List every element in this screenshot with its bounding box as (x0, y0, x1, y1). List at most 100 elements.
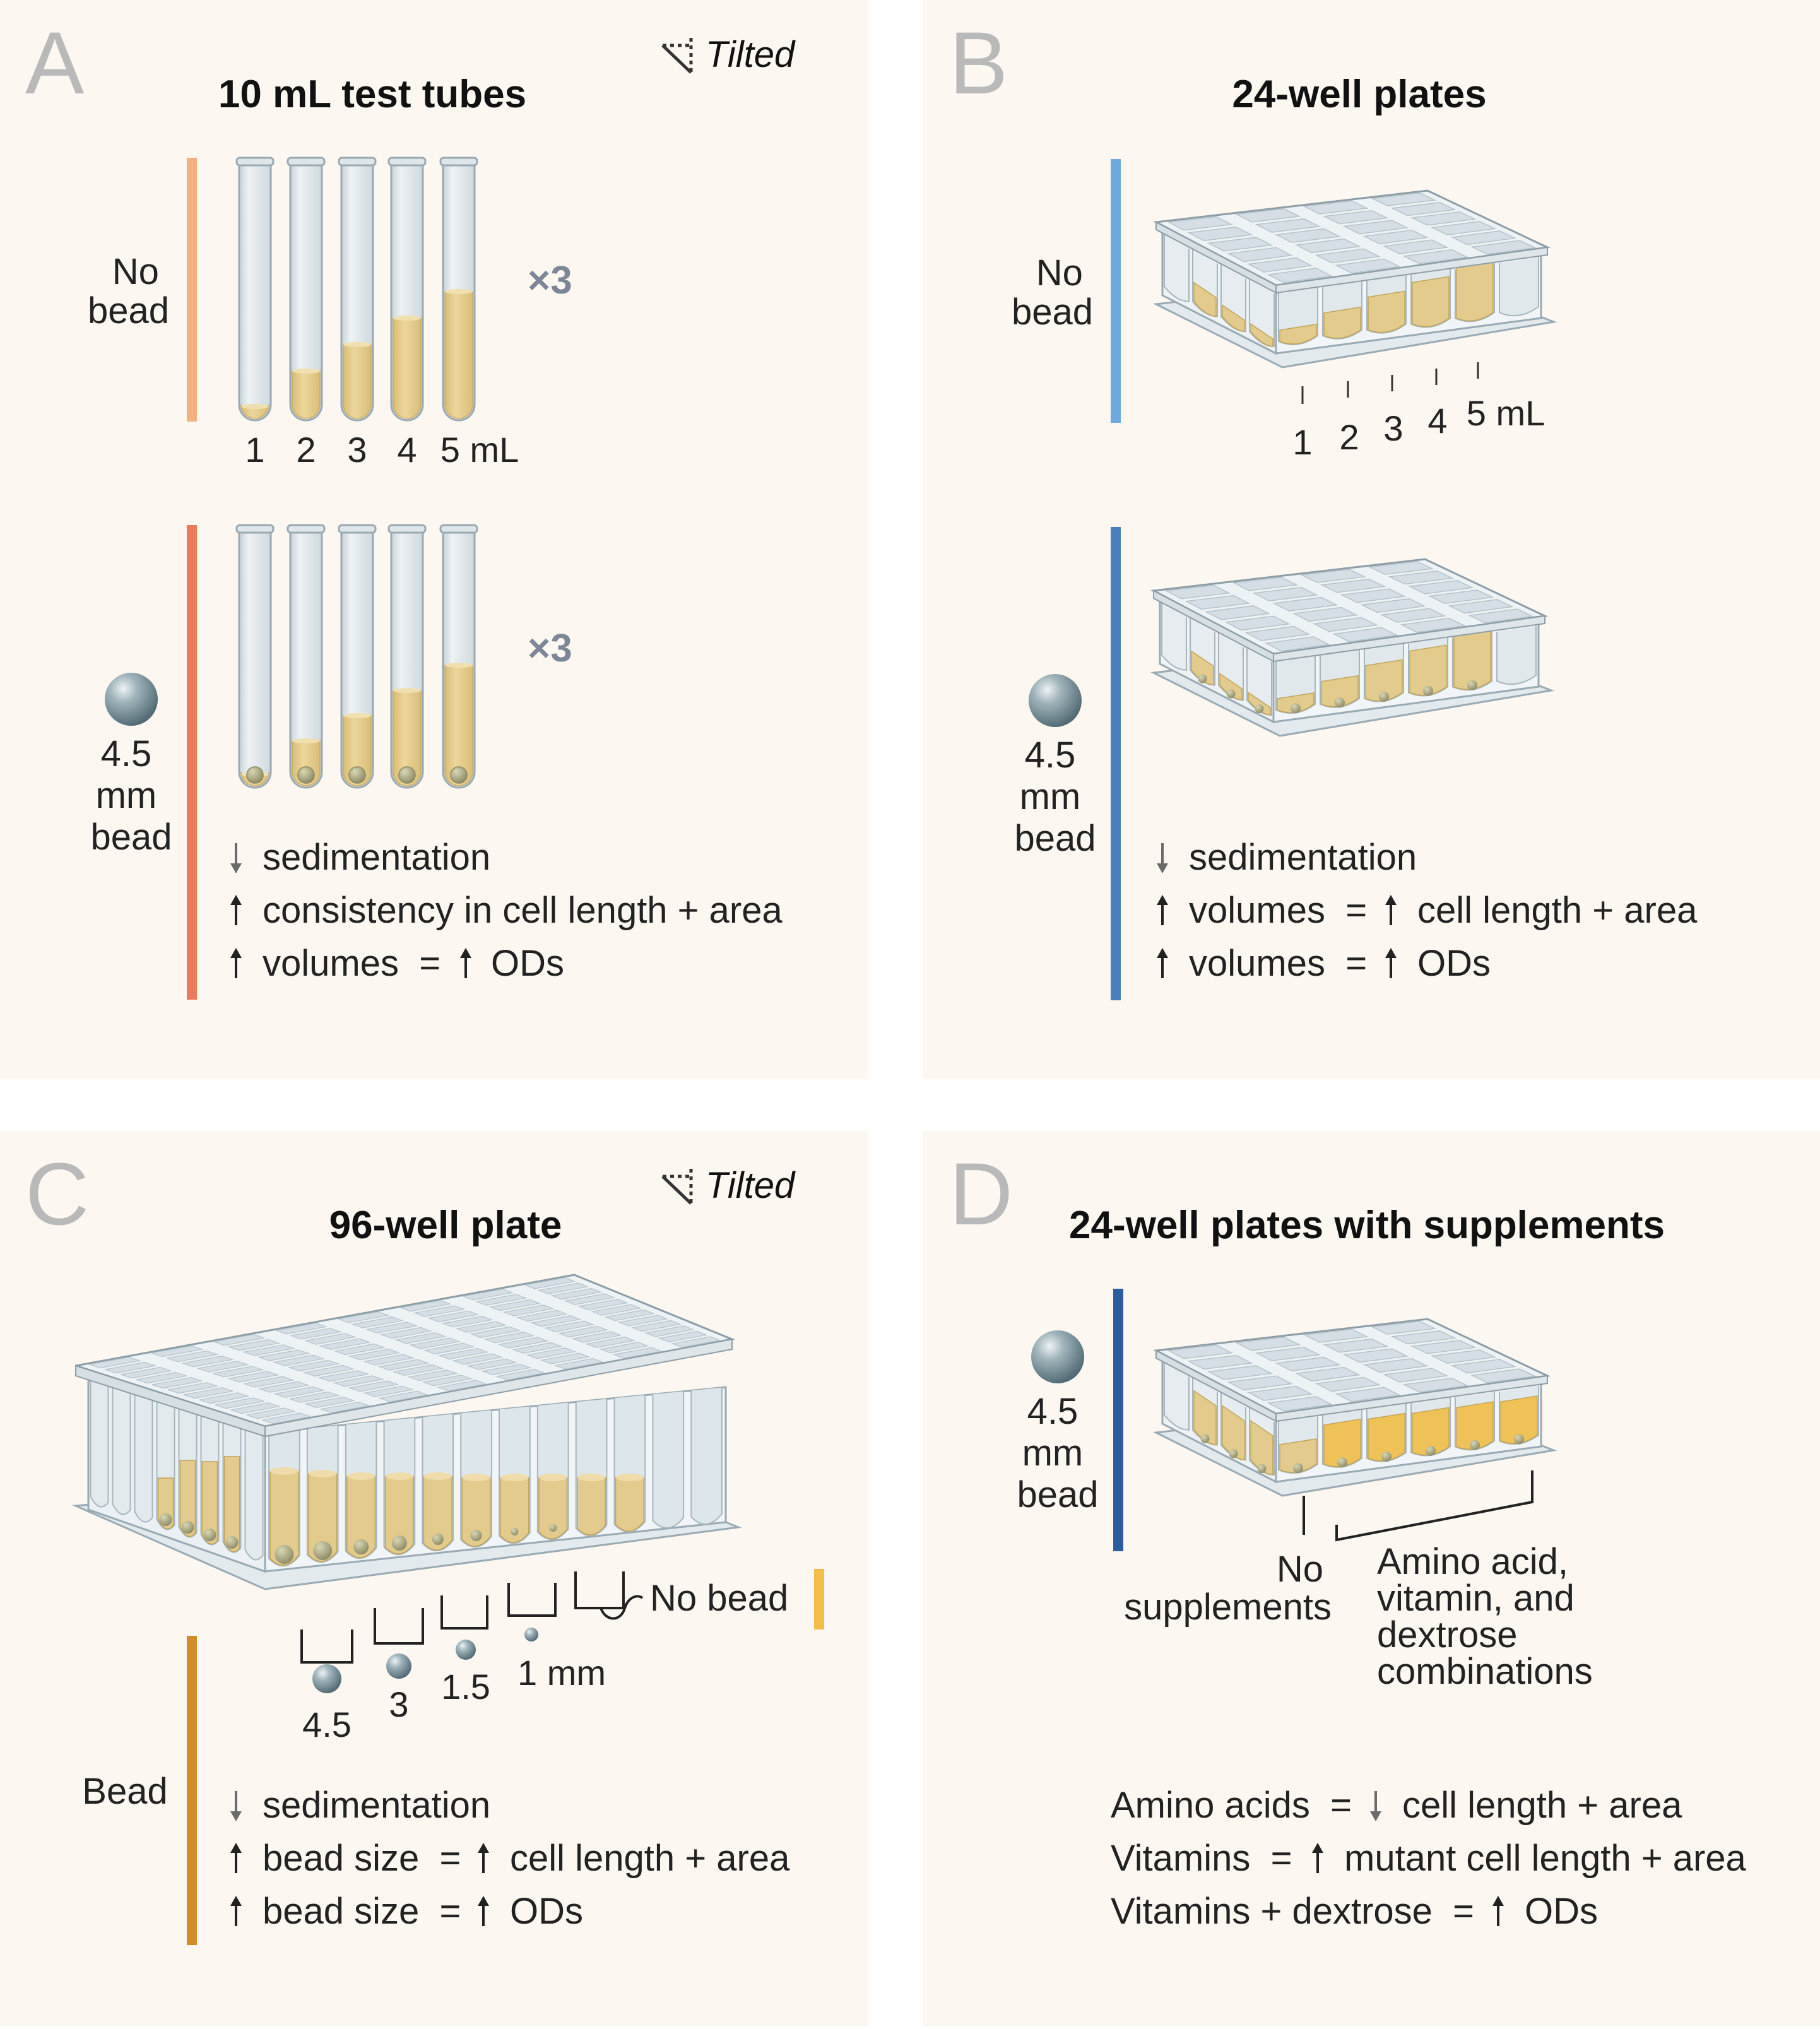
plate-well (90, 1373, 109, 1508)
lid-cell (1368, 560, 1434, 575)
panel-b-bead-plate (1150, 558, 1555, 737)
lid-cell (377, 1359, 430, 1371)
tube-liquid (343, 344, 372, 419)
lid-cell (183, 1387, 233, 1399)
panel-a-tilted-label: Tilted (706, 34, 796, 75)
lid-cell (167, 1350, 219, 1363)
well-liquid (1222, 304, 1245, 333)
plate-well (1366, 1403, 1407, 1462)
lid-cell (481, 1363, 532, 1376)
panel-a-replicates-top: ×3 (528, 259, 572, 302)
lid-cell (1340, 588, 1407, 603)
panel-b-bead-label: 4.5 mm bead (1014, 735, 1096, 859)
well-wall (652, 1391, 685, 1529)
panel-c-title: 96-well plate (329, 1204, 562, 1247)
lid-cell (1234, 1337, 1301, 1351)
lid-cell (1335, 1387, 1401, 1402)
plate-well (1410, 1397, 1451, 1457)
well-liquid (1412, 276, 1450, 328)
panel-d: D 24-well plates with supplements 4.5 mm… (949, 1144, 1747, 1932)
lid-cell (427, 1310, 480, 1323)
liquid-surface (241, 404, 269, 409)
liquid-surface (538, 1474, 567, 1481)
lid-cell (380, 1327, 432, 1339)
test-tube (439, 524, 478, 789)
panel-c-bead-size-labels: 4.5 3 1.5 1 mm (302, 1653, 606, 1744)
panel-c-letter: C (25, 1144, 89, 1243)
well-liquid (1193, 281, 1217, 317)
plate-well (1220, 263, 1246, 333)
well-liquid (1279, 323, 1317, 345)
bead-size-label: 3 (389, 1684, 408, 1724)
plate-well (1455, 1392, 1495, 1451)
lid-cell (441, 1315, 493, 1328)
lid-cell (497, 1337, 549, 1349)
panel-b-nobead-label: No bead (1012, 252, 1093, 333)
tube-liquid (444, 665, 473, 786)
lid-cell (1275, 228, 1341, 244)
lid-cell (230, 1402, 280, 1414)
panel-b-letter: B (949, 13, 1008, 112)
finding-text: cell length + area (510, 1838, 790, 1879)
panel-c-findings: sedimentation bead size = cell length + … (230, 1785, 790, 1932)
panel-b-title: 24-well plates (1232, 73, 1486, 116)
lid-cell (1383, 239, 1449, 254)
liquid-surface (385, 1472, 414, 1480)
bead-icon (1423, 685, 1433, 696)
up-arrow-icon (230, 948, 242, 978)
test-tube (287, 157, 326, 422)
plate-well (1164, 1362, 1190, 1431)
finding-text: ODs (491, 943, 564, 984)
panel-d-background (923, 1131, 1820, 2026)
finding-text: Vitamins + dextrose = (1111, 1891, 1474, 1932)
volume-label: 4 (1427, 401, 1447, 441)
plate-well (1161, 602, 1187, 671)
lid-cell (182, 1356, 234, 1368)
lid-cell (1224, 615, 1291, 631)
bead-icon (1467, 680, 1477, 690)
plate-well (1410, 269, 1451, 328)
plate-well (200, 1411, 220, 1546)
tube-rim (235, 157, 275, 167)
lid-cell (1450, 230, 1517, 245)
volume-label: 1 (1292, 422, 1312, 462)
lid-cell (1470, 240, 1537, 255)
finding-text: cell length + area (1402, 1785, 1682, 1826)
lid-cell (212, 1334, 266, 1346)
tube-glass (289, 529, 323, 789)
lid-cell (1468, 608, 1534, 624)
lid-cell (1234, 208, 1301, 223)
lid-cell (1323, 1338, 1389, 1353)
lid-cell (319, 1338, 372, 1350)
bead-icon (353, 1539, 369, 1554)
lid-cell (553, 1358, 605, 1370)
tube-rim (235, 524, 275, 534)
plate-well (112, 1380, 131, 1515)
bead-icon (1470, 1440, 1480, 1450)
lid-cell (272, 1354, 325, 1366)
well-wall (1164, 1362, 1190, 1431)
lid-cell (151, 1377, 203, 1389)
bead-icon (386, 1653, 411, 1679)
plate-well (1452, 630, 1492, 691)
lid-cell (1167, 1344, 1233, 1359)
lid-cell (455, 1321, 507, 1333)
plate-well (1366, 275, 1407, 334)
lid-cell (1410, 1340, 1477, 1354)
lid-cell (275, 1386, 325, 1398)
lid-cell (228, 1371, 280, 1383)
test-tube (387, 524, 427, 789)
plate-well (652, 1391, 685, 1529)
well-wall (90, 1373, 109, 1508)
lid-cell (512, 1342, 563, 1354)
lid-cell (336, 1311, 390, 1323)
lid-cell (1320, 578, 1386, 593)
bead-icon (1291, 703, 1301, 714)
finding-text: consistency in cell length + area (263, 890, 783, 931)
lid-cell (290, 1391, 341, 1403)
lid-cell (526, 1347, 577, 1359)
bead-icon (524, 1628, 538, 1642)
panel-c-bead-size-markers (312, 1628, 538, 1693)
lid-cell (89, 1356, 141, 1369)
lid-cell (437, 1347, 489, 1360)
